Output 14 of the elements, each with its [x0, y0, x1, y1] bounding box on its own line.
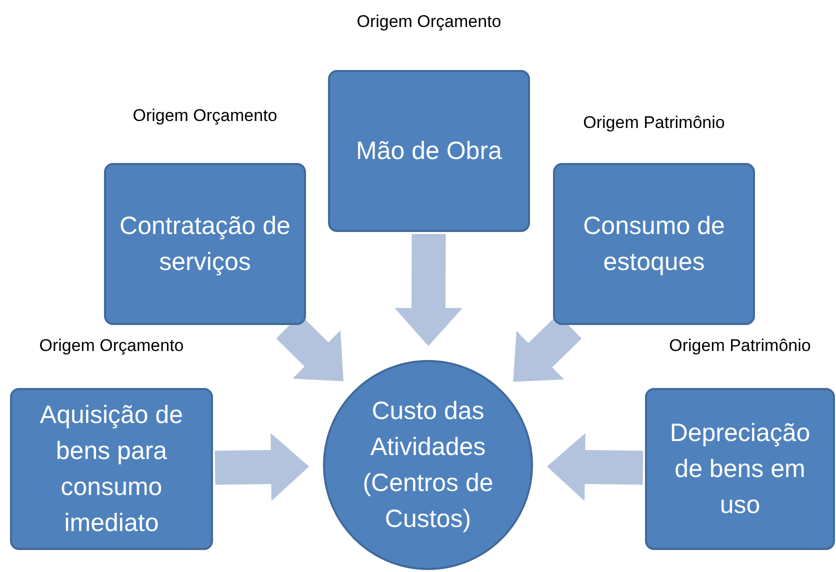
- origin-label: Origem Patrimônio: [668, 336, 812, 356]
- box-label: Mão de Obra: [355, 136, 503, 167]
- box-label: Depreciação de bens em uso: [668, 418, 812, 522]
- origin-label: Origem Orçamento: [356, 12, 502, 32]
- origin-label: Origem Patrimônio: [582, 113, 726, 134]
- origin-label: Origem Orçamento: [38, 336, 185, 356]
- block-arrow: [394, 234, 462, 346]
- box-label: Contratação de serviços: [118, 210, 292, 278]
- block-arrow: [547, 433, 644, 501]
- box-label: Custo das Atividades (Centros de Custos): [362, 396, 494, 536]
- block-arrow: [214, 432, 309, 501]
- box-label: Aquisição de bens para consumo imediato: [38, 400, 184, 540]
- origin-label: Origem Orçamento: [132, 106, 278, 126]
- box-label: Consumo de estoques: [582, 210, 726, 278]
